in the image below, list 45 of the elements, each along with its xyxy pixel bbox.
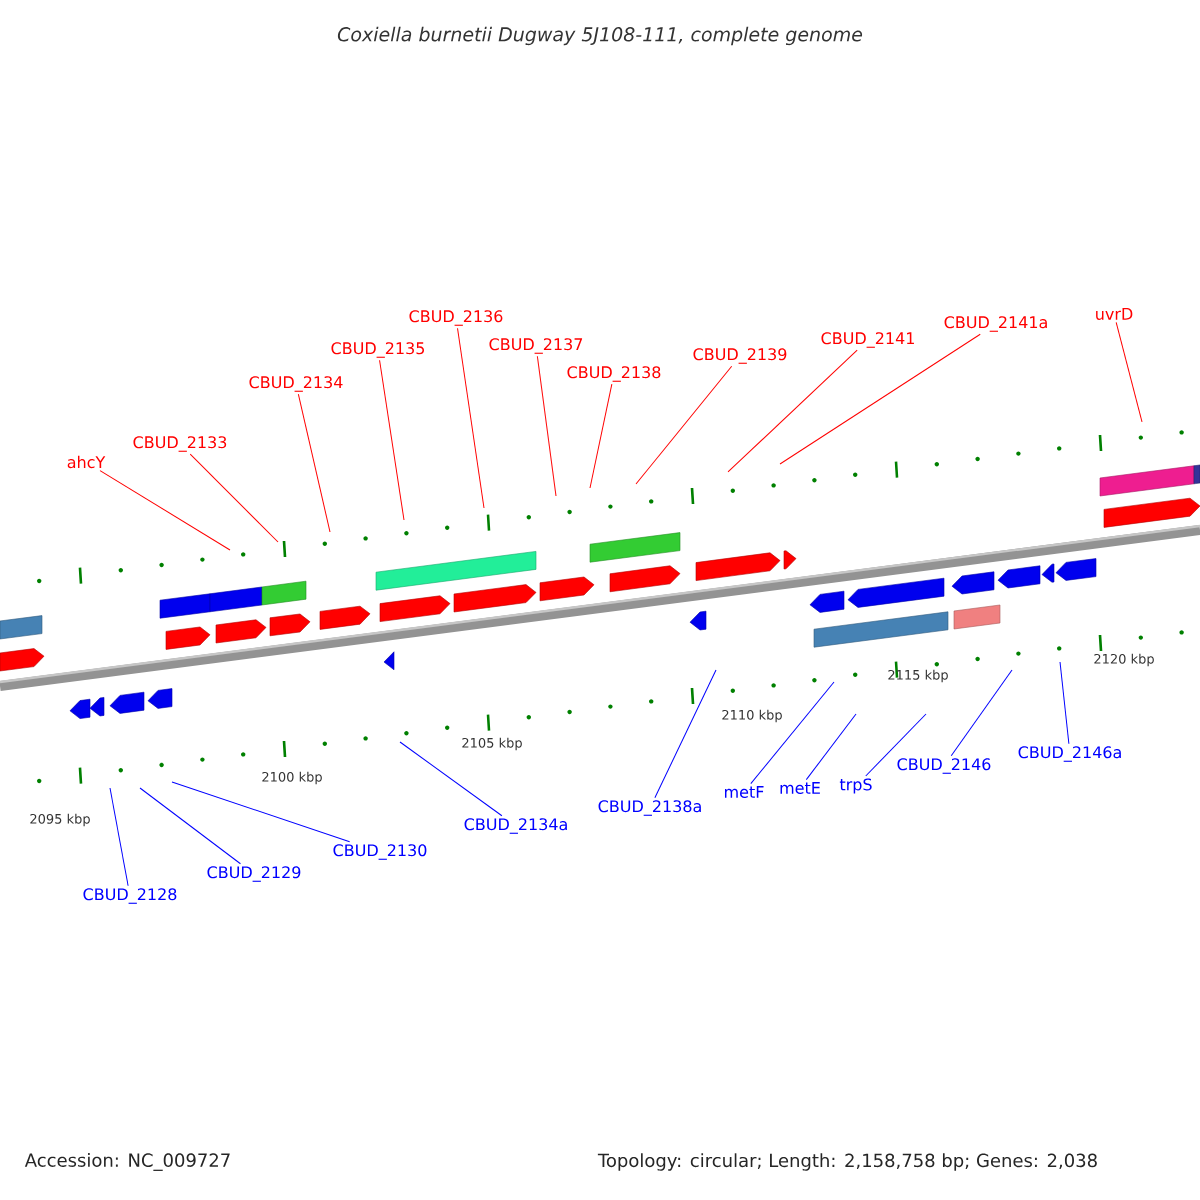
gene-label: CBUD_2135 <box>331 342 425 358</box>
title: Coxiella burnetii Dugway 5J108-111, complete genome <box>337 26 863 46</box>
leader-line <box>635 365 733 485</box>
leader-line <box>950 669 1013 757</box>
gene-label: ahcY <box>67 455 106 469</box>
gene-label: CBUD_2134 <box>249 376 343 392</box>
leader-line <box>399 741 503 817</box>
leader-line <box>536 355 557 497</box>
leader-line <box>171 781 351 843</box>
gene-label: CBUD_2141 <box>821 332 914 348</box>
leader-line <box>457 327 485 509</box>
footer-text: Accession: NC_009727 <box>24 1153 230 1171</box>
gene-label: metF <box>725 786 764 798</box>
leader-line <box>379 359 405 521</box>
gene-label: CBUD_2130 <box>333 844 427 860</box>
leader-line <box>1115 321 1143 423</box>
gene-label: CBUD_2146a <box>1018 746 1121 762</box>
gene-label: CBUD_2128 <box>83 888 177 904</box>
gene-label: CBUD_2136 <box>409 310 503 326</box>
leader-line <box>99 470 231 551</box>
leader-line <box>750 681 835 785</box>
leader-line <box>727 349 858 473</box>
gene-label: CBUD_2134a <box>464 818 567 834</box>
leader-line <box>654 669 717 799</box>
gene-label: CBUD_2133 <box>133 436 227 452</box>
gene-label: CBUD_2129 <box>207 866 301 882</box>
leader-line <box>589 383 613 489</box>
leader-line <box>865 713 927 777</box>
leader-line <box>139 787 241 865</box>
gene-label: CBUD_2138a <box>598 800 701 816</box>
gene-label: trpS <box>839 778 872 794</box>
gene-label: CBUD_2138 <box>567 366 661 382</box>
leader-line <box>189 453 279 543</box>
footer-text: Topology: circular; Length: 2,158,758 bp; Genes: 2,038 <box>597 1153 1097 1171</box>
gene-label: CBUD_2137 <box>489 338 583 354</box>
gene-label: CBUD_2146 <box>897 758 991 774</box>
leader-line <box>805 713 857 781</box>
leader-line <box>779 333 981 465</box>
gene-label: uvrD <box>1096 308 1133 320</box>
gene-label: metE <box>780 782 820 794</box>
leader-line <box>1059 661 1070 745</box>
gene-label: CBUD_2141a <box>944 316 1047 332</box>
leader-line <box>109 787 129 887</box>
leader-line <box>297 393 331 533</box>
gene-label: CBUD_2139 <box>693 348 787 364</box>
